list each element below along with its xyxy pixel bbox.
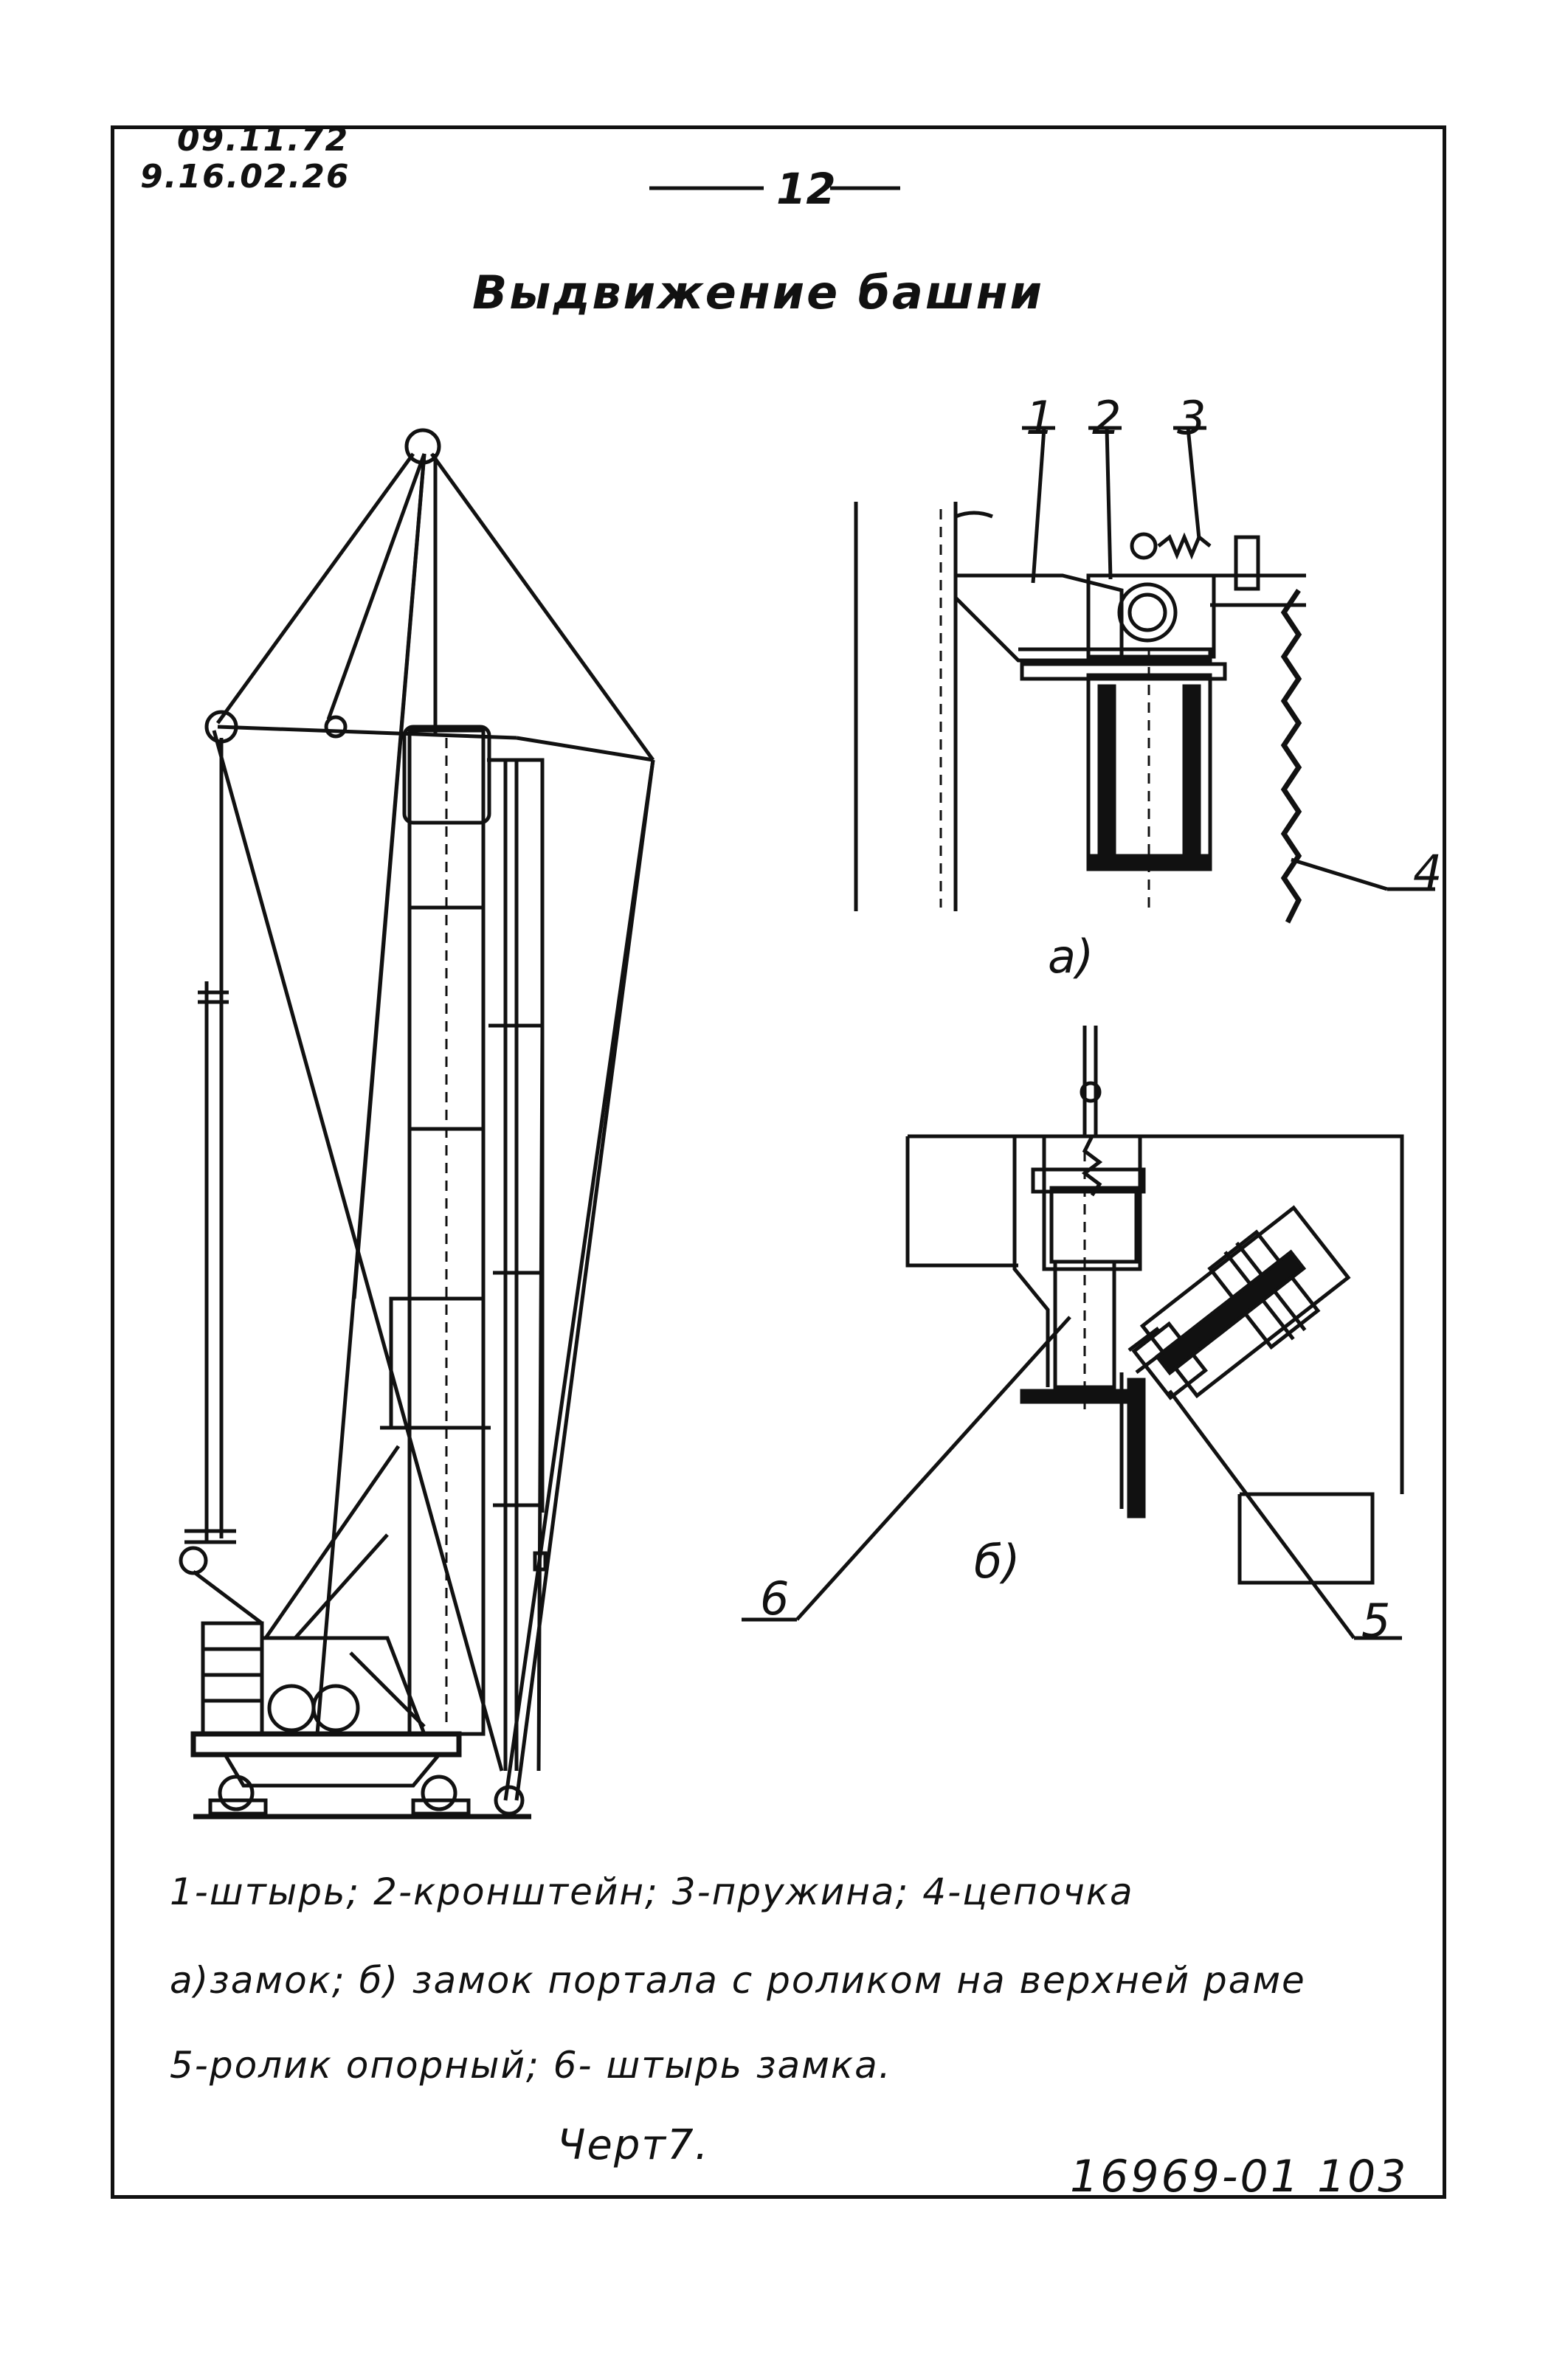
figure-label: Черт7. [557,2121,710,2169]
callout-6: 6 [760,1572,790,1625]
document-number: 16969-01 103 [1070,2151,1409,2202]
crane-elevation [179,428,655,1820]
callout-1: 1 [1026,391,1055,445]
page-number: 12 [776,164,836,214]
legend-line-3: 5-ролик опорный; 6- штырь замка. [170,2044,892,2087]
detail-b-drawing [742,1026,1404,1640]
callout-3: 3 [1177,391,1206,445]
detail-a-drawing [854,426,1435,924]
detail-a-label: а) [1048,930,1094,984]
stamp-code: 9.16.02.26 [140,158,350,196]
drawing-frame [111,125,1446,2199]
legend-line-1: 1-штырь; 2-кронштейн; 3-пружина; 4-цепоч… [170,1870,1134,1913]
legend-line-2: а)замок; б) замок портала с роликом на в… [170,1959,1306,2002]
detail-b-label: б) [974,1535,1020,1589]
stamp-date: 09.11.72 [177,121,350,159]
callout-2: 2 [1092,391,1122,445]
callout-5: 5 [1361,1594,1391,1648]
chain [1280,589,1302,924]
page-title: Выдвижение башни [472,266,1044,319]
callout-4: 4 [1413,845,1443,899]
